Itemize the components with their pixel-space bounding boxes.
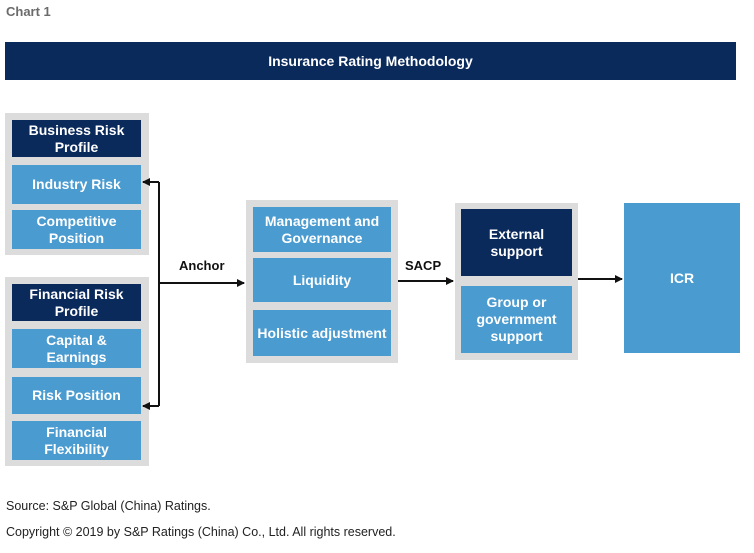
icr-box: ICR	[624, 203, 740, 353]
business-risk-header: Business Risk Profile	[12, 120, 141, 157]
external-support-box: External support	[461, 209, 572, 276]
diagram-title-banner: Insurance Rating Methodology	[5, 42, 736, 80]
management-governance-box: Management and Governance	[253, 207, 391, 252]
industry-risk-box: Industry Risk	[12, 165, 141, 204]
sacp-label: SACP	[405, 258, 442, 273]
holistic-adjustment-box: Holistic adjustment	[253, 310, 391, 356]
bracket-connector	[142, 178, 160, 410]
source-note: Source: S&P Global (China) Ratings.	[6, 499, 211, 513]
liquidity-box: Liquidity	[253, 258, 391, 302]
financial-flexibility-box: Financial Flexibility	[12, 421, 141, 460]
chart-label: Chart 1	[6, 4, 51, 19]
copyright-note: Copyright © 2019 by S&P Ratings (China) …	[6, 525, 396, 539]
competitive-position-box: Competitive Position	[12, 210, 141, 249]
risk-position-box: Risk Position	[12, 377, 141, 414]
diagram-title: Insurance Rating Methodology	[268, 53, 473, 69]
capital-earnings-box: Capital & Earnings	[12, 329, 141, 368]
financial-risk-header: Financial Risk Profile	[12, 284, 141, 321]
anchor-label: Anchor	[179, 258, 225, 273]
group-government-support-box: Group or government support	[461, 286, 572, 353]
